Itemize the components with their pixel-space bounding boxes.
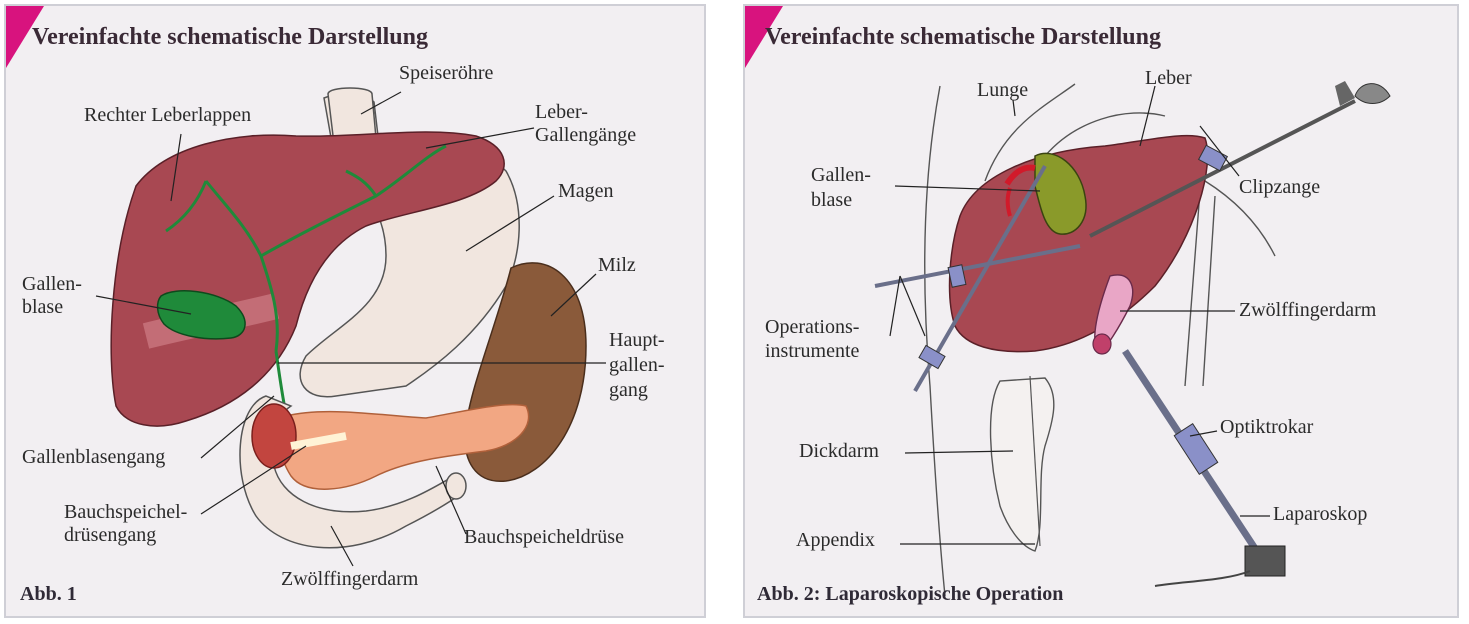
label-gallenblase-1: Gallen- [22, 273, 82, 295]
liver-shape [110, 131, 505, 427]
label-hauptgallengang-1: Haupt- [609, 329, 665, 351]
digestive-organs-illustration [95, 87, 606, 567]
label-leber-gallengaenge-2: Gallengänge [535, 124, 637, 146]
label-speiseroehre: Speiseröhre [399, 62, 494, 84]
label-gallenblase-2: blase [811, 189, 853, 211]
figure-1-title: Vereinfachte schematische Darstellung [32, 24, 428, 50]
label-laparoskop: Laparoskop [1273, 503, 1368, 525]
liver-shape [948, 134, 1209, 353]
label-magen: Magen [558, 180, 614, 202]
label-hauptgallengang-2: gallen- [609, 354, 665, 376]
figure-2-title: Vereinfachte schematische Darstellung [765, 24, 1161, 50]
figure-1-panel: Vereinfachte schematische Darstellung [4, 4, 706, 618]
pancreas-shape [278, 403, 530, 490]
accent-triangle [745, 6, 783, 68]
label-leber-gallengaenge-1: Leber- [535, 101, 588, 123]
accent-triangle [6, 6, 44, 68]
label-bauchspeicheldruese: Bauchspeicheldrüse [464, 526, 624, 548]
colon-shape [989, 377, 1055, 552]
label-gallenblase-1: Gallen- [811, 164, 871, 186]
label-hauptgallengang-3: gang [609, 379, 648, 401]
esophagus-shape [327, 87, 377, 145]
label-clipzange: Clipzange [1239, 176, 1321, 198]
body-outline [924, 83, 1276, 597]
label-bauchspeicheldruesengang-1: Bauchspeichel- [64, 501, 188, 523]
label-optiktrokar: Optiktrokar [1220, 416, 1314, 438]
label-gallenblasengang: Gallenblasengang [22, 446, 166, 468]
label-zwoelffingerdarm: Zwölffingerdarm [1239, 299, 1377, 321]
label-leber: Leber [1145, 67, 1192, 89]
label-gallenblase-2: blase [22, 296, 64, 318]
figure-1-caption: Abb. 1 [20, 583, 77, 605]
gallbladder-shape [156, 290, 246, 340]
figure-2-panel: Vereinfachte schematische Darstellung [743, 4, 1459, 618]
label-lunge: Lunge [977, 79, 1029, 101]
label-rechter-leberlappen: Rechter Leberlappen [84, 104, 252, 126]
label-bauchspeicheldruesengang-2: drüsengang [64, 524, 157, 546]
laparoscopic-operation-illustration [874, 81, 1391, 597]
gallbladder-shape [1034, 152, 1087, 235]
label-zwoelffingerdarm: Zwölffingerdarm [281, 568, 419, 590]
label-milz: Milz [598, 254, 636, 276]
figure-2-caption: Abb. 2: Laparoskopische Operation [757, 583, 1064, 605]
label-dickdarm: Dickdarm [799, 440, 879, 462]
label-operationsinstrumente-2: instrumente [765, 340, 860, 362]
label-appendix: Appendix [796, 529, 875, 551]
label-operationsinstrumente-1: Operations- [765, 316, 860, 338]
surgical-instruments [874, 81, 1391, 587]
